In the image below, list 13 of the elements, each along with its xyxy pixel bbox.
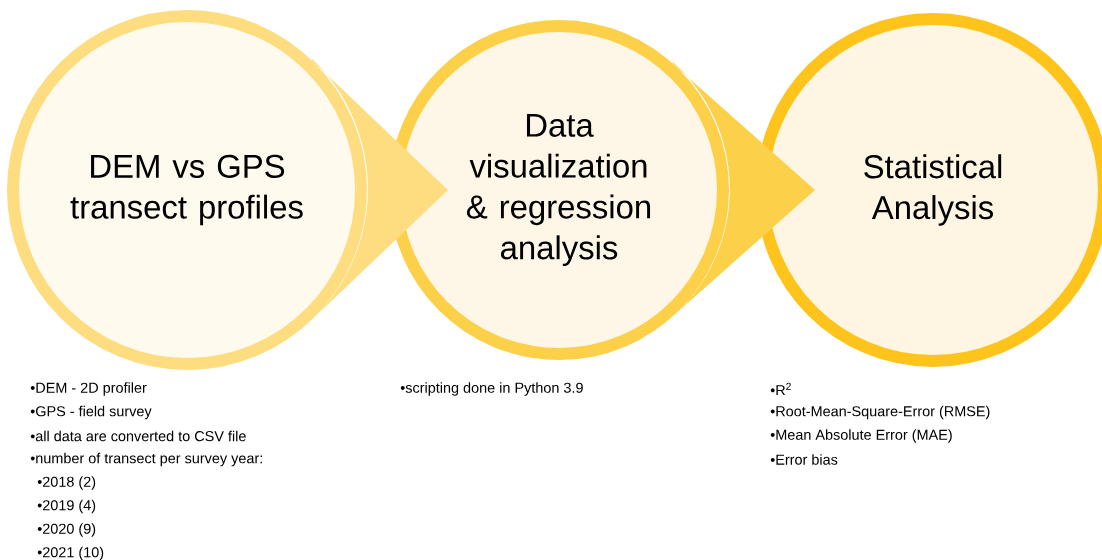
bullet-item: •Root-Mean-Square-Error (RMSE): [770, 405, 990, 420]
bullet-item: •number of transect per survey year:: [30, 452, 262, 467]
bullet-item: •scripting done in Python 3.9: [400, 382, 583, 396]
bullet-item: •2021 (10): [37, 546, 104, 560]
bullet-item: •Error bias: [770, 454, 838, 465]
bullet-item: •GPS - field survey: [30, 405, 152, 420]
bullet-item: •R$^{2}$: [770, 382, 791, 396]
bullet-item: •Mean Absolute Error (MAE): [770, 429, 952, 443]
bullet-item: •2018 (2): [37, 476, 96, 490]
bullet-item: •2019 (4): [37, 499, 96, 514]
bullet-item: •2020 (9): [37, 523, 96, 537]
bullet-item: •DEM - 2D profiler: [30, 382, 147, 396]
bullet-item: •all data are converted to CSV file: [30, 430, 246, 442]
